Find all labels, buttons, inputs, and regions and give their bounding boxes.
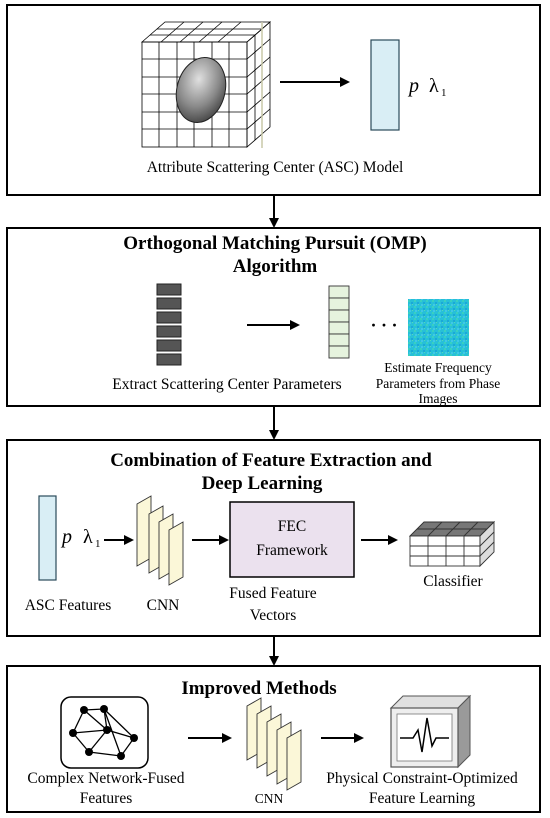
complex-line2: Features — [80, 790, 133, 807]
ellipsoid-target-icon — [175, 57, 227, 123]
omp-title-line1: Orthogonal Matching Pursuit (OMP) — [123, 233, 426, 254]
box-feature-deep-learning — [6, 439, 541, 637]
classifier-label: Classifier — [423, 573, 483, 590]
estimate-line1: Estimate Frequency — [384, 360, 492, 375]
asc-model-caption: Attribute Scattering Center (ASC) Model — [147, 159, 404, 176]
cnn-layers-icon-2 — [246, 697, 302, 791]
estimate-line3: Images — [419, 391, 458, 406]
box-asc-model — [6, 4, 541, 196]
extract-label: Extract Scattering Center Parameters — [112, 376, 341, 393]
parameter-column — [328, 285, 350, 359]
fec-framework-box — [229, 501, 355, 578]
physical-line1: Physical Constraint-Optimized — [326, 770, 518, 787]
fec-line1: FEC — [278, 518, 306, 535]
box-improved-methods — [6, 665, 541, 813]
symbol-p: p — [407, 75, 419, 97]
physical-line2: Feature Learning — [369, 790, 476, 807]
asc-symbol-subscript: 1 — [95, 538, 101, 550]
cnn-label-2: CNN — [255, 791, 284, 806]
ellipsis-dots: · · · — [370, 315, 397, 335]
fedl-title-line1: Combination of Feature Extraction and — [110, 450, 432, 471]
classifier-table-icon — [408, 520, 496, 568]
symbol-lambda: λ — [429, 75, 439, 97]
phase-image-thumbnail — [408, 299, 469, 356]
asc-parameter-vector — [370, 39, 400, 131]
cnn-label: CNN — [147, 597, 180, 614]
symbol-lambda-subscript: 1 — [441, 87, 447, 99]
fused-line2: Vectors — [250, 607, 297, 624]
complex-network-icon — [69, 705, 138, 760]
estimate-line2: Parameters from Phase — [376, 376, 500, 391]
asc-symbol-lambda: λ — [83, 526, 93, 548]
improved-title: Improved Methods — [181, 678, 336, 699]
asc-feature-vector — [38, 495, 57, 581]
cnn-layers-icon — [136, 495, 184, 586]
asc-features-label: ASC Features — [25, 597, 112, 614]
asc-symbol-p: p — [60, 526, 72, 548]
omp-title-line2: Algorithm — [233, 256, 318, 277]
scattering-block-stack — [156, 283, 182, 366]
box-omp — [6, 227, 541, 407]
waveform-monitor-icon — [389, 694, 472, 769]
complex-line1: Complex Network-Fused — [27, 770, 184, 787]
fec-line2: Framework — [256, 542, 328, 559]
fedl-title-line2: Deep Learning — [202, 473, 323, 494]
fused-line1: Fused Feature — [229, 585, 317, 602]
